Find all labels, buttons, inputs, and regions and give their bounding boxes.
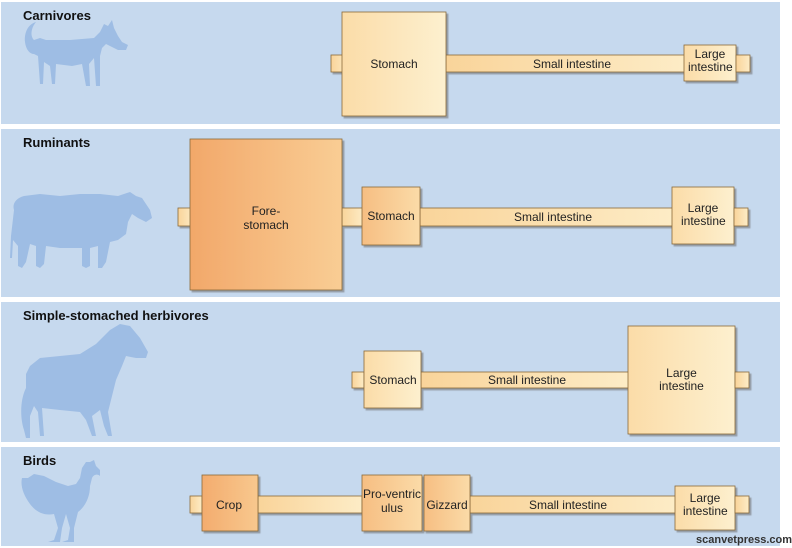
organ-label-stomach: Stomach — [369, 373, 416, 387]
organ-label-small-intestine: Small intestine — [488, 373, 566, 387]
stomach-box — [363, 350, 422, 409]
panel-title: Simple-stomached herbivores — [23, 308, 209, 323]
organ-label-proventriculus: Pro-ventriculus — [362, 487, 421, 515]
esophagus-segment — [189, 495, 203, 514]
rectum-segment — [735, 54, 751, 73]
organ-label-crop: Crop — [216, 498, 242, 512]
dog-icon — [24, 20, 128, 86]
simple-stomached-herbivore-tract: Stomach Small intestine Large intestine — [351, 325, 750, 435]
horse-icon — [21, 324, 148, 438]
rectum-segment — [734, 371, 750, 389]
organ-label-fore-stomach: Fore-stomach — [243, 204, 289, 232]
gizzard-box — [423, 474, 471, 532]
crop-box — [201, 474, 259, 532]
chicken-icon — [21, 460, 101, 542]
fore-stomach-box — [189, 138, 343, 291]
bird-tract: Crop Pro-ventriculus Gizzard Small intes… — [189, 474, 750, 532]
large-intestine-box — [671, 186, 735, 245]
organ-label-large-intestine: Large intestine — [659, 367, 704, 393]
stomach-box — [341, 11, 447, 117]
rectum-segment — [734, 495, 750, 514]
organ-label-stomach: Stomach — [367, 209, 414, 223]
carnivore-tract: Stomach Small intestine Large intestine — [330, 11, 751, 117]
organ-label-small-intestine: Small intestine — [533, 57, 611, 71]
organ-label-small-intestine: Small intestine — [529, 498, 607, 512]
proventriculus-box — [361, 474, 423, 532]
watermark: scanvetpress.com — [696, 534, 792, 546]
esophagus-tube — [257, 495, 363, 514]
panel-title: Birds — [23, 453, 57, 468]
rectum-segment — [733, 207, 749, 227]
large-intestine-box — [627, 325, 736, 435]
stomach-box — [361, 186, 421, 246]
organ-label-large-intestine: Large intestine — [683, 492, 728, 518]
panel-title: Ruminants — [23, 135, 91, 150]
organ-label-gizzard: Gizzard — [426, 498, 467, 512]
cow-icon — [10, 192, 152, 268]
panel-title: Carnivores — [23, 8, 91, 23]
esophagus-segment — [351, 371, 365, 389]
organ-label-small-intestine: Small intestine — [514, 210, 592, 224]
connector-segment — [341, 207, 365, 227]
ruminant-tract: Fore-stomach Stomach Small intestine Lar… — [177, 138, 749, 291]
organ-label-large-intestine: Large intestine — [688, 48, 733, 74]
organ-label-large-intestine: Large intestine — [681, 202, 726, 228]
organ-label-stomach: Stomach — [370, 57, 417, 71]
